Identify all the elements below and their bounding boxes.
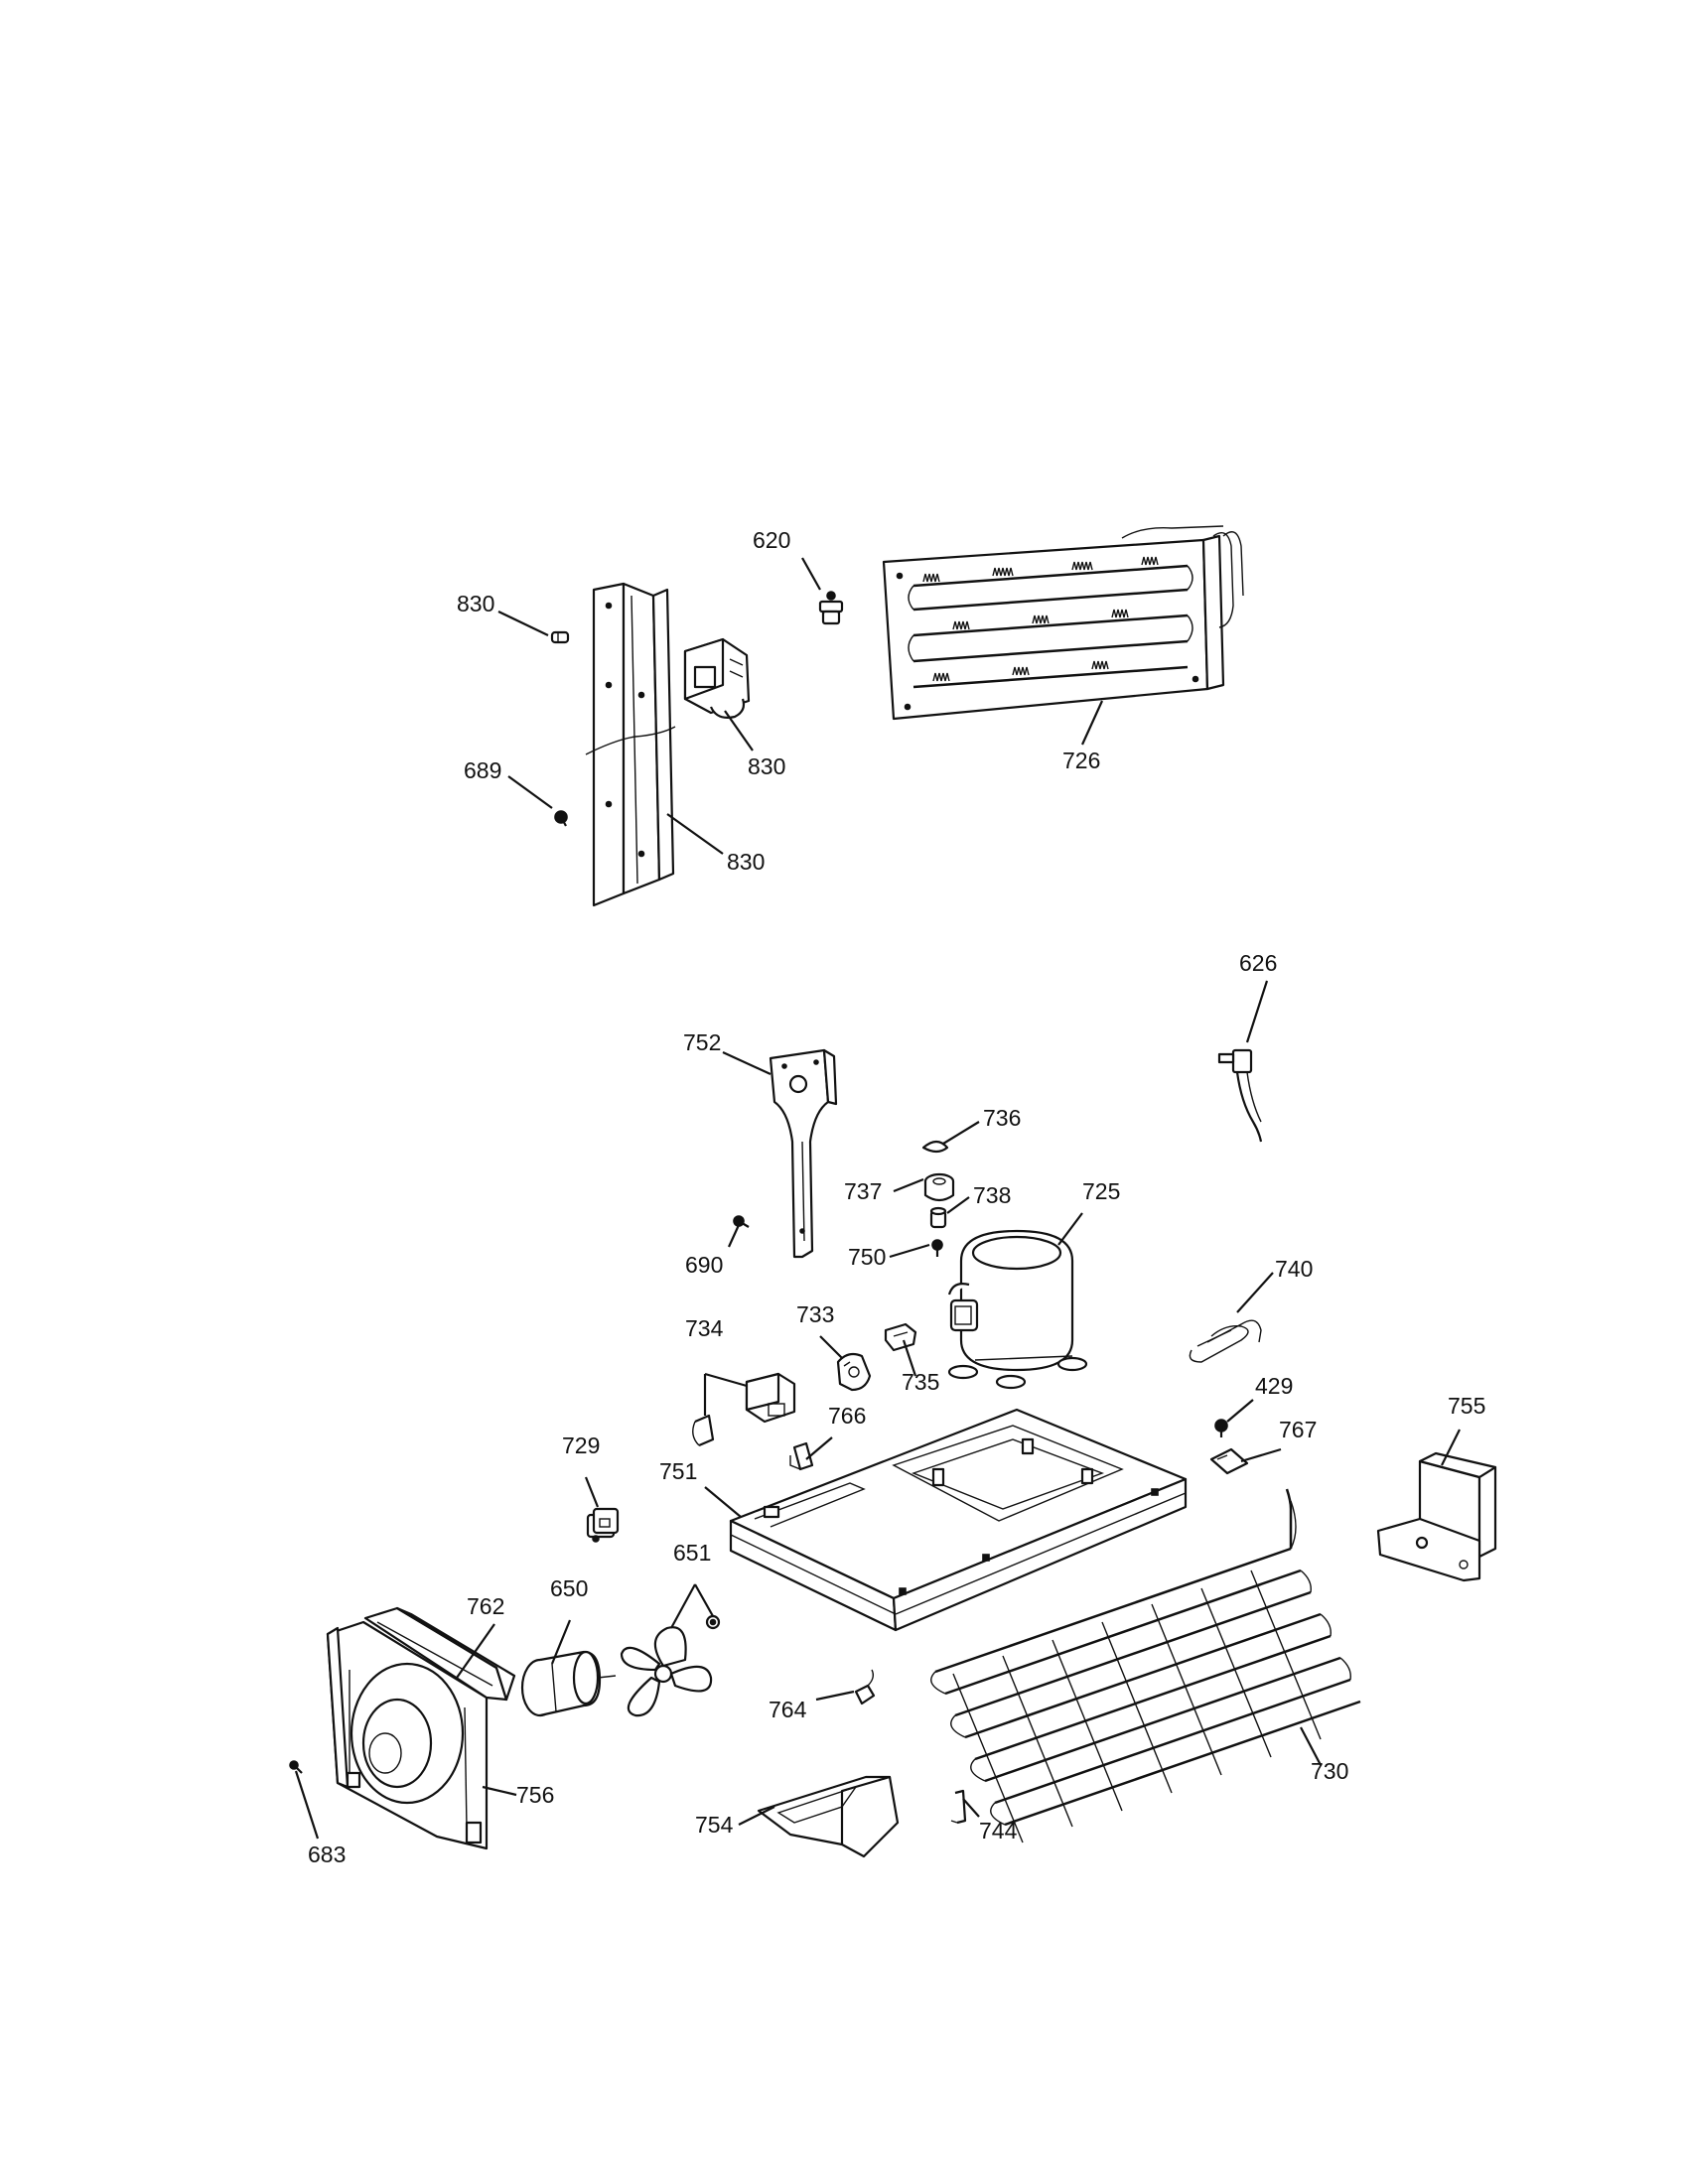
label-735: 735 bbox=[902, 1369, 939, 1395]
label-734: 734 bbox=[685, 1315, 724, 1341]
drain-pan-754 bbox=[757, 1775, 900, 1858]
bracket-755 bbox=[1376, 1451, 1497, 1582]
label-733: 733 bbox=[796, 1301, 834, 1327]
label-726: 726 bbox=[1062, 748, 1100, 773]
screw-690 bbox=[733, 1215, 750, 1228]
clip-744 bbox=[950, 1789, 967, 1825]
label-740: 740 bbox=[1275, 1256, 1313, 1282]
label-689: 689 bbox=[464, 757, 501, 783]
label-650: 650 bbox=[550, 1575, 588, 1601]
label-651: 651 bbox=[673, 1540, 711, 1566]
label-764: 764 bbox=[769, 1697, 807, 1722]
label-754: 754 bbox=[695, 1812, 734, 1838]
label-730: 730 bbox=[1311, 1758, 1348, 1784]
label-762: 762 bbox=[467, 1593, 504, 1619]
label-729: 729 bbox=[562, 1433, 600, 1458]
label-750: 750 bbox=[848, 1244, 886, 1270]
label-683: 683 bbox=[308, 1842, 346, 1867]
clip-766 bbox=[789, 1441, 814, 1471]
label-744: 744 bbox=[979, 1818, 1018, 1843]
screw-429 bbox=[1214, 1419, 1228, 1437]
label-690: 690 bbox=[685, 1252, 723, 1278]
overload-733 bbox=[836, 1352, 872, 1392]
label-626: 626 bbox=[1239, 950, 1277, 976]
label-429: 429 bbox=[1255, 1373, 1293, 1399]
channel-bracket-830 bbox=[585, 582, 676, 907]
fan-blade-651 bbox=[620, 1614, 721, 1717]
clip-740 bbox=[1189, 1319, 1262, 1363]
bracket-767 bbox=[1209, 1447, 1249, 1475]
clip-764 bbox=[854, 1669, 876, 1706]
part-labels: 830 830 830 689 620 726 626 752 736 737 … bbox=[308, 527, 1485, 1867]
fan-motor-650 bbox=[520, 1650, 617, 1717]
label-620: 620 bbox=[753, 527, 790, 553]
label-736: 736 bbox=[983, 1105, 1021, 1131]
label-830-screw: 830 bbox=[457, 591, 494, 616]
label-766: 766 bbox=[828, 1403, 866, 1429]
tray-751 bbox=[729, 1408, 1188, 1632]
shroud-762 bbox=[363, 1606, 516, 1702]
leader-lines bbox=[294, 557, 1461, 1840]
label-755: 755 bbox=[1448, 1393, 1485, 1419]
label-738: 738 bbox=[973, 1182, 1011, 1208]
clip-736 bbox=[921, 1140, 949, 1154]
capacitor-729 bbox=[586, 1507, 620, 1543]
harness-626 bbox=[1217, 1048, 1263, 1143]
label-830-channel: 830 bbox=[727, 849, 765, 875]
grommet-737 bbox=[923, 1172, 955, 1202]
label-756: 756 bbox=[516, 1782, 554, 1808]
screw-750 bbox=[931, 1239, 943, 1257]
condenser-730 bbox=[930, 1488, 1361, 1843]
sleeve-738 bbox=[929, 1206, 947, 1229]
screw-683 bbox=[289, 1760, 303, 1774]
label-725: 725 bbox=[1082, 1178, 1120, 1204]
cover-735 bbox=[884, 1322, 917, 1352]
label-767: 767 bbox=[1279, 1417, 1317, 1442]
label-737: 737 bbox=[844, 1178, 882, 1204]
label-830-relay: 830 bbox=[748, 753, 785, 779]
screw-689 bbox=[554, 810, 568, 827]
label-752: 752 bbox=[683, 1029, 721, 1055]
fan-housing-756 bbox=[326, 1620, 489, 1850]
connector-620 bbox=[818, 591, 844, 625]
bracket-752 bbox=[769, 1048, 838, 1259]
relay-830 bbox=[683, 637, 751, 719]
relay-734 bbox=[692, 1372, 796, 1447]
label-751: 751 bbox=[659, 1458, 697, 1484]
compressor-725 bbox=[947, 1229, 1088, 1390]
evaporator-726 bbox=[882, 525, 1244, 721]
screw-830 bbox=[550, 630, 570, 644]
